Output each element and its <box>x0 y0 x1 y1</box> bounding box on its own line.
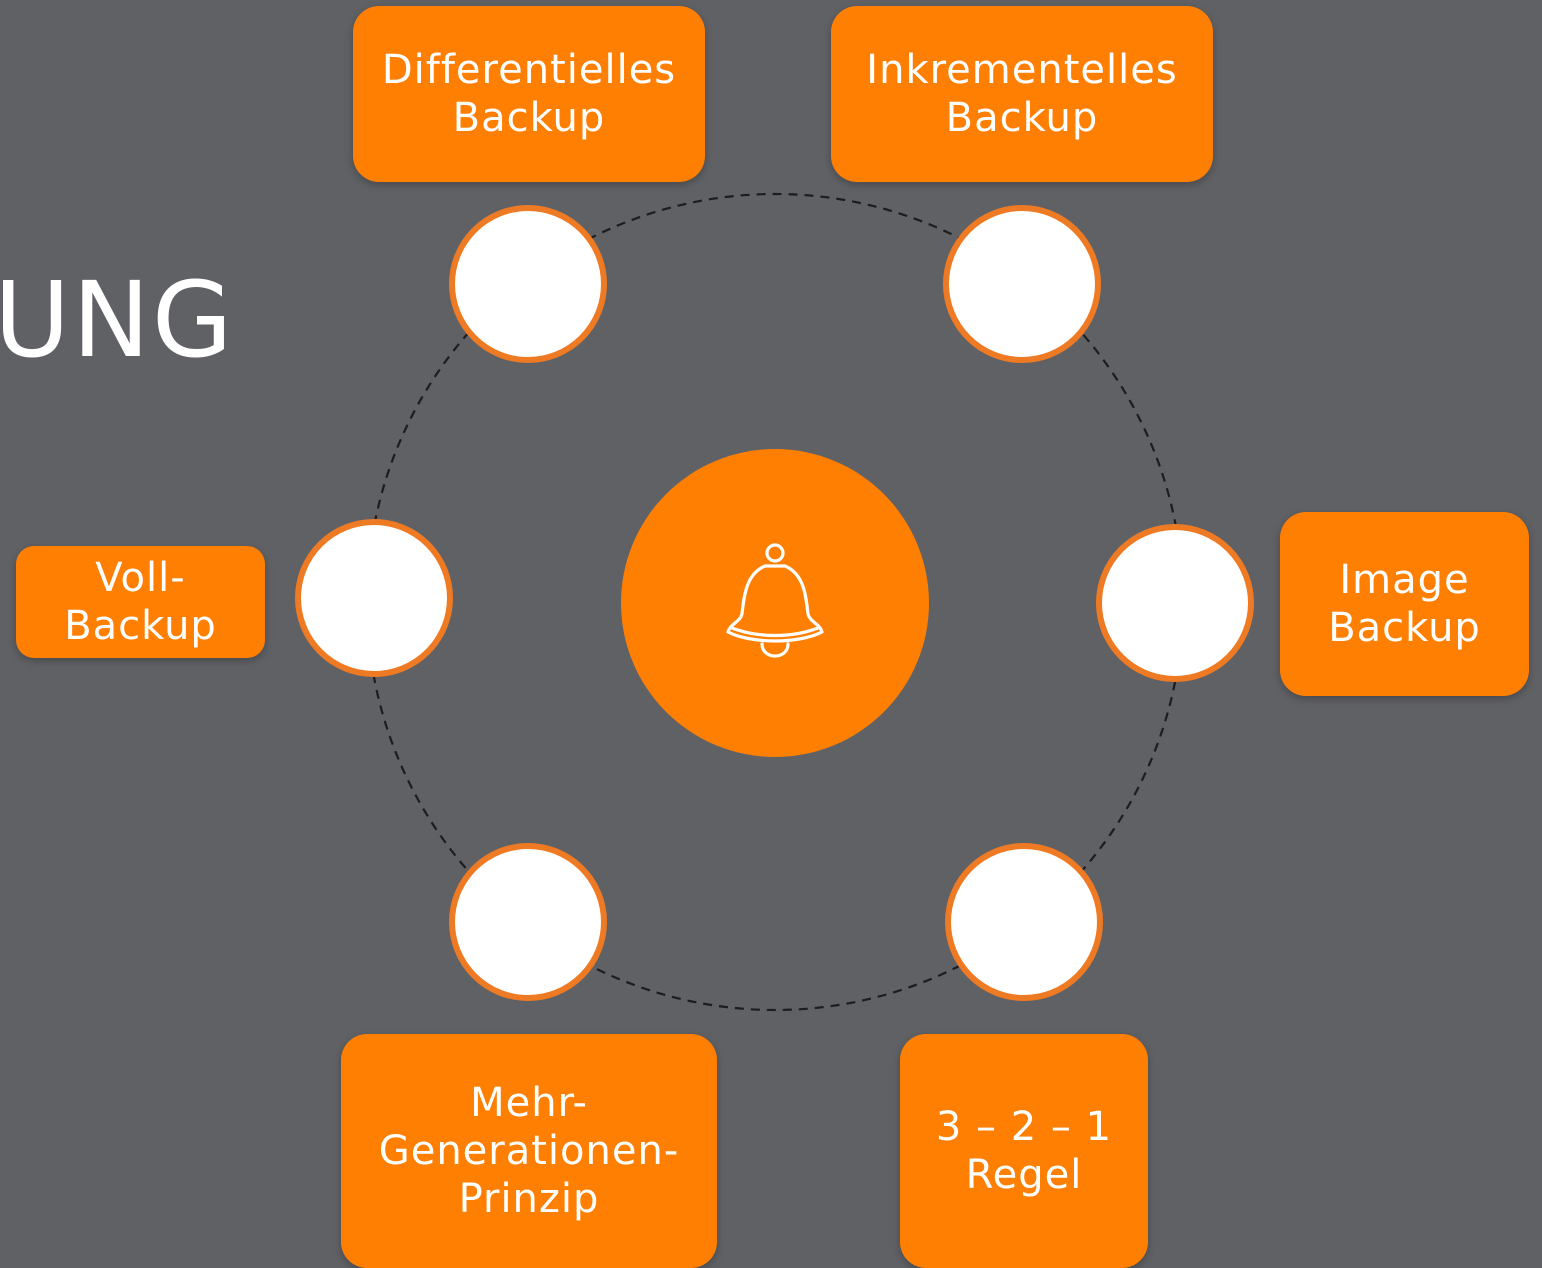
label-voll-text: Voll- Backup <box>64 555 217 649</box>
label-inkrementelles-text: Inkrementelles Backup <box>866 47 1178 141</box>
label-differentielles-backup[interactable]: Differentielles Backup <box>353 6 705 182</box>
node-mehr-generationen[interactable] <box>449 843 607 1001</box>
node-image[interactable] <box>1096 524 1254 682</box>
bell-icon <box>726 543 824 658</box>
center-disc <box>621 449 929 757</box>
label-3-2-1-regel[interactable]: 3 – 2 – 1 Regel <box>900 1034 1148 1268</box>
node-voll[interactable] <box>295 519 453 677</box>
cycle-nodes <box>295 205 1254 1001</box>
node-regel-321[interactable] <box>945 843 1103 1001</box>
node-differentielles[interactable] <box>449 205 607 363</box>
label-differentielles-text: Differentielles Backup <box>381 47 677 141</box>
partial-title: UNG <box>0 259 235 381</box>
label-regel-321-text: 3 – 2 – 1 Regel <box>935 1104 1113 1198</box>
node-inkrementelles[interactable] <box>943 205 1101 363</box>
label-voll-backup[interactable]: Voll- Backup <box>16 546 265 658</box>
label-image-backup[interactable]: Image Backup <box>1280 512 1529 696</box>
label-mehr-generationen-prinzip[interactable]: Mehr- Generationen- Prinzip <box>341 1034 717 1268</box>
label-image-text: Image Backup <box>1328 557 1481 651</box>
label-mehr-generationen-text: Mehr- Generationen- Prinzip <box>378 1080 680 1222</box>
label-inkrementelles-backup[interactable]: Inkrementelles Backup <box>831 6 1213 182</box>
